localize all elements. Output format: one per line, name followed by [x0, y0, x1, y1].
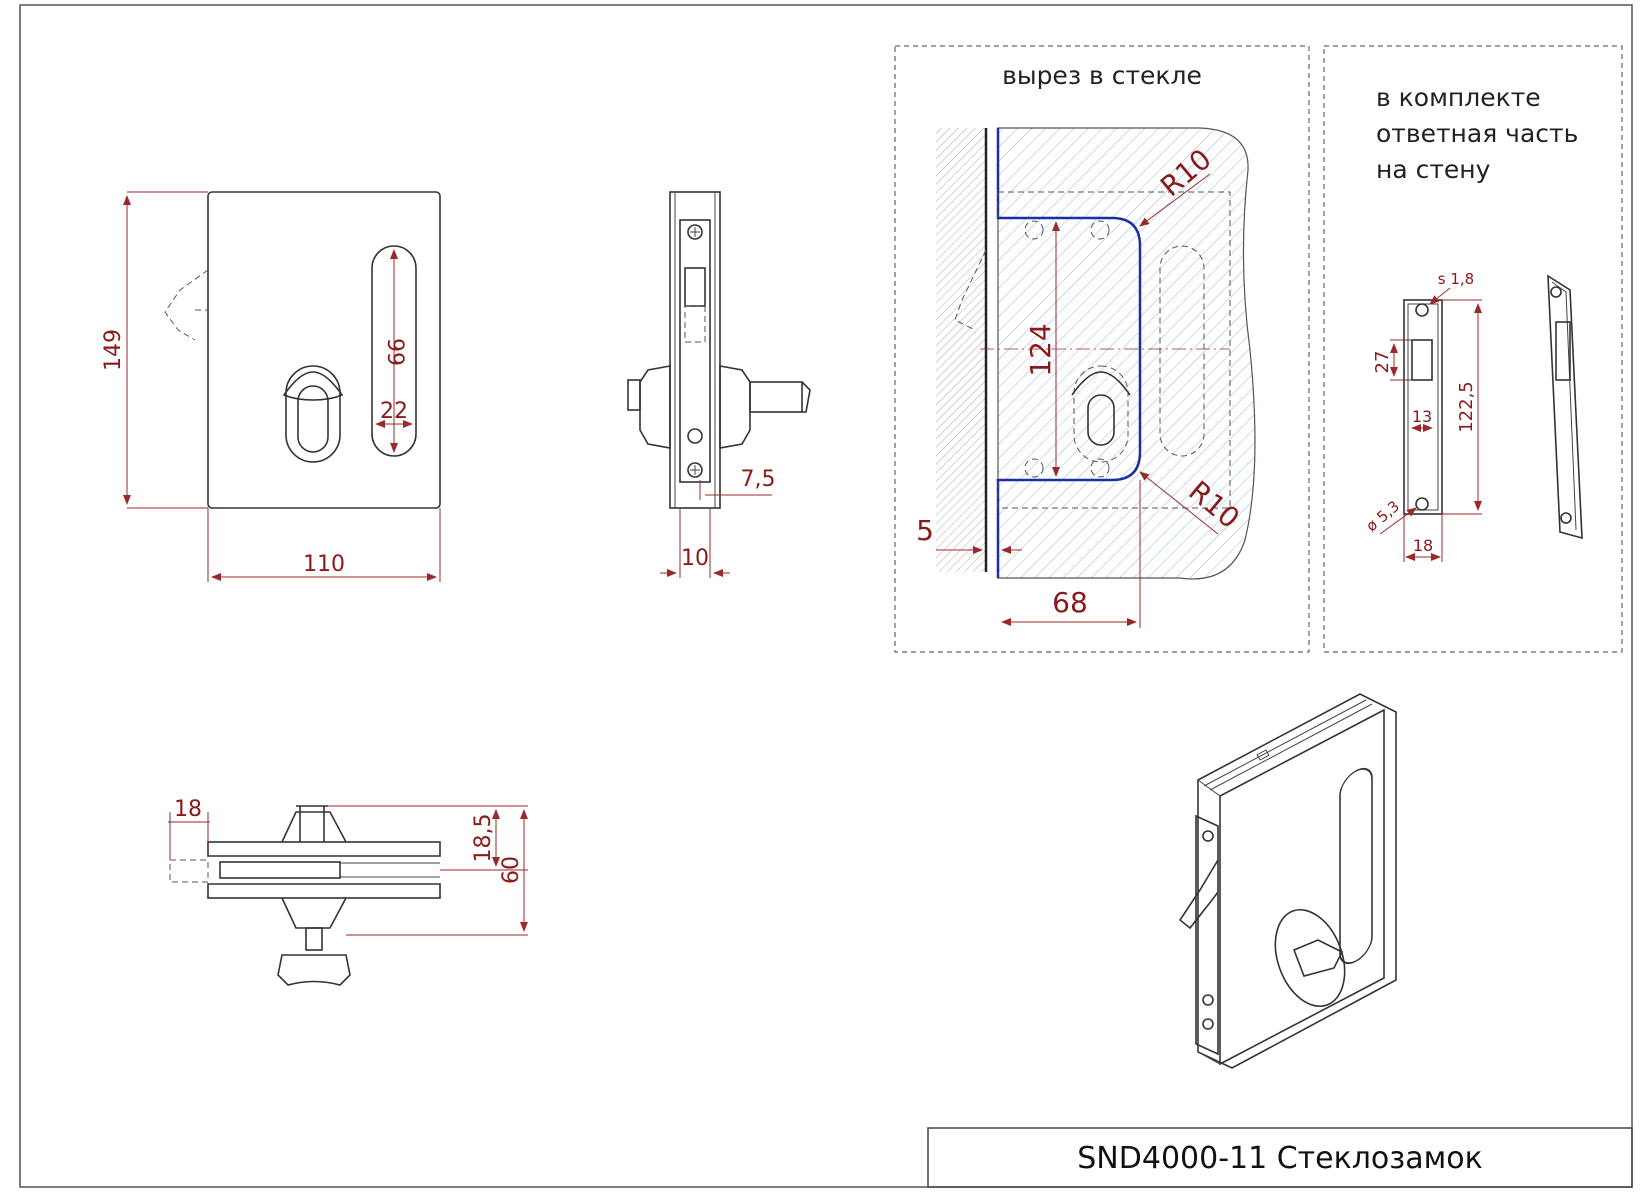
sheet-border — [19, 4, 1633, 1188]
dim-width: 110 — [303, 552, 345, 577]
screw-bottom-icon — [687, 462, 703, 478]
strike-plate-iso — [1547, 274, 1583, 540]
cutout-frame — [894, 45, 1310, 653]
dim-strike-width: 18 — [1413, 536, 1433, 555]
cutout-panel: вырез в стекле 124 R10 R10 5 68 — [894, 45, 1310, 653]
cutout-outline — [996, 128, 1142, 578]
side-view: 7,5 10 — [627, 191, 811, 578]
dim-half: 18,5 — [471, 814, 496, 863]
strike-panel: в комплекте ответная часть на стену s 1,… — [1323, 45, 1623, 653]
dim-thickness: 10 — [681, 546, 709, 571]
top-plate-lower — [207, 883, 441, 899]
front-view: 149 110 99 22 — [101, 191, 441, 582]
iso-front-plate — [1219, 708, 1385, 1066]
dim-slot-width: 22 — [380, 399, 408, 424]
isometric-view — [1178, 693, 1397, 1069]
screw-top-icon — [687, 224, 703, 240]
dim-gap: 5 — [916, 514, 934, 547]
dim-height: 149 — [101, 329, 126, 371]
strike-note-line2: ответная часть — [1376, 119, 1578, 148]
dim-offset: 7,5 — [741, 467, 776, 492]
thumb-turn — [282, 365, 344, 463]
lock-plate-front — [207, 191, 441, 509]
cutout-title: вырез в стекле — [1002, 61, 1202, 90]
dim-strike-thickness: s 1,8 — [1438, 270, 1474, 288]
strike-note-line1: в комплекте — [1376, 83, 1541, 112]
strike-hole-top-icon — [1415, 303, 1429, 317]
dim-slot-length: 99 — [382, 338, 407, 366]
dim-strike-window: 27 — [1372, 351, 1393, 374]
top-plate-upper — [207, 841, 441, 857]
title-block: SND4000-11 Стеклозамок — [927, 1127, 1633, 1188]
strike-note-line3: на стену — [1376, 155, 1491, 184]
dim-total: 60 — [499, 856, 524, 884]
dim-depth: 18 — [174, 797, 202, 822]
glass-area — [997, 127, 1256, 580]
top-view: 18 18,5 60 — [168, 797, 528, 986]
strike-plate-front — [1403, 299, 1443, 515]
side-body — [669, 191, 721, 509]
dim-cutout-height: 124 — [1024, 323, 1057, 376]
dim-cutout-width: 68 — [1052, 586, 1088, 619]
latch-hidden — [164, 269, 209, 341]
wall-hatch — [936, 128, 986, 572]
dim-strike-hole: ø 5,3 — [1363, 497, 1404, 535]
dim-strike-length: 122,5 — [1456, 381, 1477, 433]
sheet-title: SND4000-11 Стеклозамок — [1077, 1141, 1482, 1176]
iso-back-plate — [1197, 693, 1397, 1069]
strike-window — [1411, 339, 1433, 381]
strike-frame — [1323, 45, 1623, 653]
strike-hole-bottom-icon — [1415, 497, 1429, 511]
dim-strike-window-width: 13 — [1412, 407, 1432, 426]
finger-slot — [371, 245, 417, 457]
